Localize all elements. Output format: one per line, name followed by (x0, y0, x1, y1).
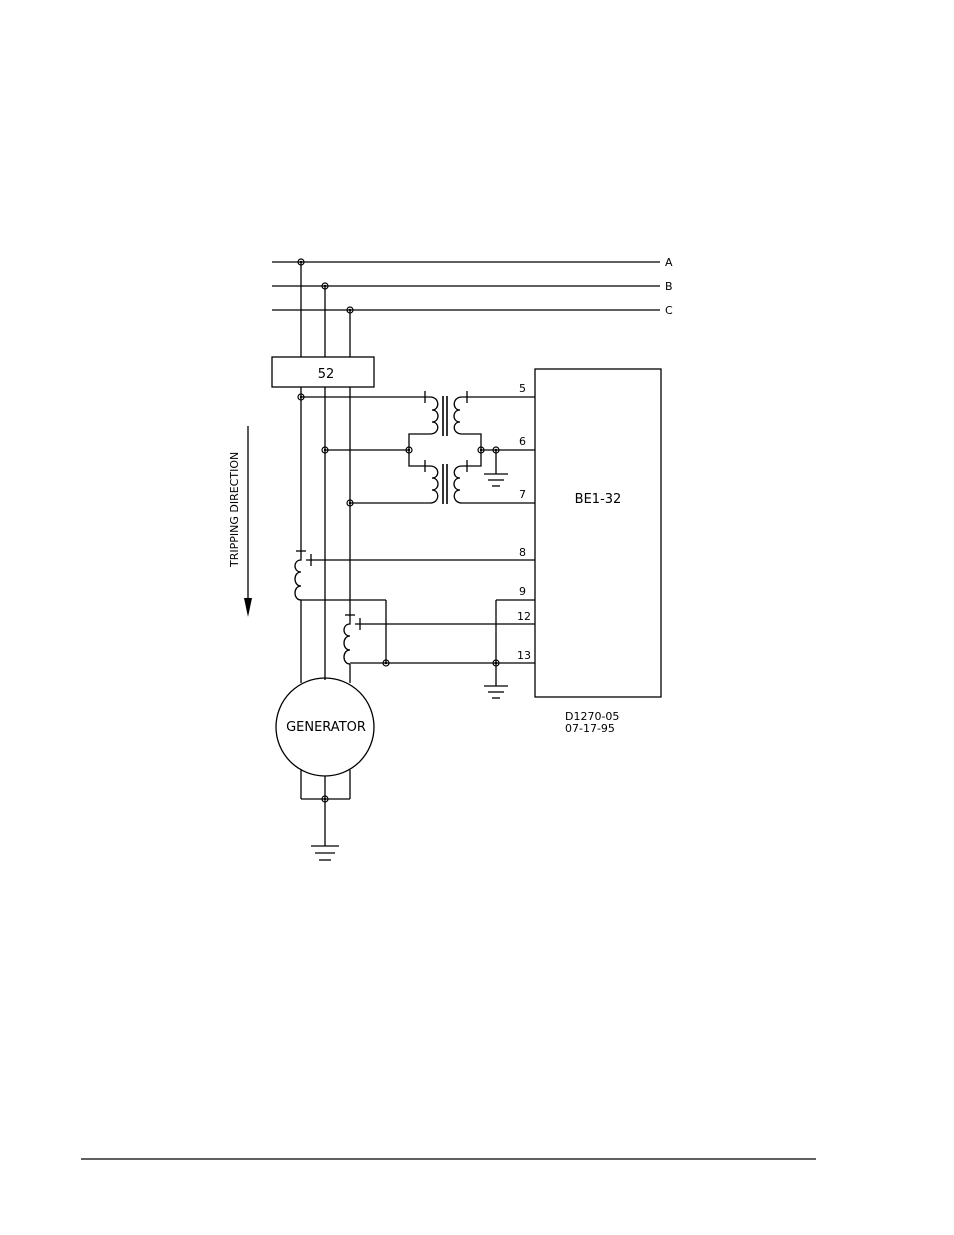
breaker-52: 52 (271, 356, 375, 388)
voltage-transformers (297, 391, 535, 507)
breaker-box (271, 356, 375, 388)
ground-symbol (484, 685, 508, 699)
generator: GENERATOR (275, 677, 375, 861)
terminal-labels: 5 6 7 8 9 12 13 (517, 382, 531, 662)
drawing-date: 07-17-95 (565, 722, 615, 735)
junction-dot (382, 659, 390, 667)
breaker-label: 52 (318, 367, 335, 382)
tripping-direction-label: TRIPPING DIRECTION (228, 452, 241, 568)
terminal-6-label: 6 (519, 435, 526, 448)
bus-c-label: C (665, 304, 673, 317)
bus-lines: A B C (272, 256, 673, 317)
drawing-id: D1270-05 07-17-95 (565, 710, 619, 735)
relay-box (534, 368, 662, 698)
junction-dot (297, 393, 305, 401)
junction-dot (492, 659, 500, 667)
ground-symbol (484, 473, 508, 487)
terminal-9-label: 9 (519, 585, 526, 598)
tripping-direction: TRIPPING DIRECTION (228, 426, 252, 617)
terminal-7-label: 7 (519, 488, 526, 501)
terminal-5-label: 5 (519, 382, 526, 395)
relay-label: BE1-32 (575, 492, 622, 507)
terminal-13-label: 13 (517, 649, 531, 662)
junction-dot (346, 499, 354, 507)
terminal-8-label: 8 (519, 546, 526, 559)
generator-label: GENERATOR (286, 720, 366, 735)
bus-a-label: A (665, 256, 673, 269)
ground-symbol (311, 845, 339, 861)
junction-dot (321, 446, 329, 454)
phase-conductors (300, 262, 351, 683)
bus-b-label: B (665, 280, 673, 293)
relay-be1-32: BE1-32 (534, 368, 662, 698)
terminal-12-label: 12 (517, 610, 531, 623)
current-transformers (294, 548, 535, 699)
junction-dot (321, 795, 329, 803)
drawing-number: D1270-05 (565, 710, 619, 723)
